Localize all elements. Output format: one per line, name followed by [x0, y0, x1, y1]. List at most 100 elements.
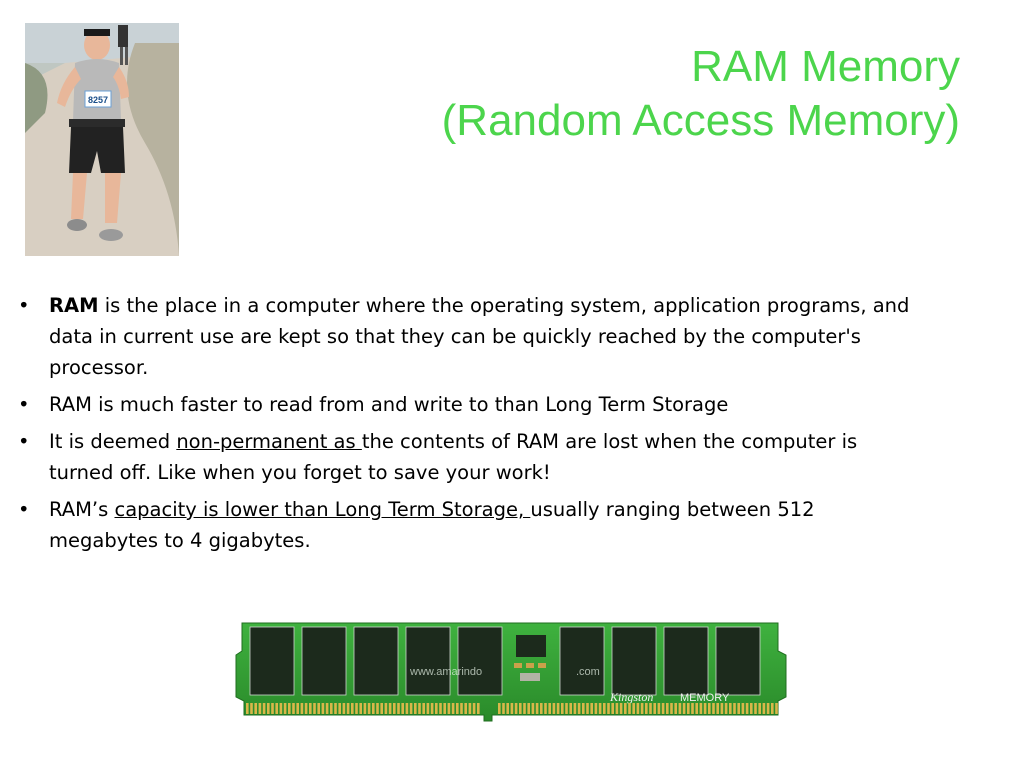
gold-contact [246, 703, 249, 714]
gold-contact [283, 703, 287, 714]
gold-contact [262, 703, 266, 714]
gold-contact [401, 703, 404, 714]
gold-contact [762, 703, 766, 714]
gold-contact [355, 703, 358, 714]
bullet-text: It is deemed [49, 430, 177, 453]
bullet-text: is the place in a computer where the ope… [49, 294, 910, 379]
gold-contact [477, 703, 480, 714]
gold-contact [397, 703, 400, 714]
gold-contact [687, 703, 690, 714]
gold-contact [603, 703, 606, 714]
gold-contact [594, 703, 598, 714]
gold-contact [590, 703, 593, 714]
gold-contact [296, 703, 299, 714]
gold-contact [640, 703, 644, 714]
gold-contact [321, 703, 325, 714]
gold-contact [754, 703, 757, 714]
gold-contact [766, 703, 770, 714]
gold-contact [565, 703, 568, 714]
gold-contact [703, 703, 707, 714]
gold-contact [447, 703, 451, 714]
gold-contact [695, 703, 698, 714]
gold-contact [384, 703, 388, 714]
gold-contact [468, 703, 472, 714]
gold-contact [275, 703, 278, 714]
gold-contact [678, 703, 682, 714]
gold-contact [338, 703, 341, 714]
gold-contact [267, 703, 270, 714]
gold-contact [514, 703, 518, 714]
gold-contact [653, 703, 656, 714]
gold-contact [393, 703, 396, 714]
gold-contact [422, 703, 425, 714]
gold-contact [443, 703, 446, 714]
gold-contact [632, 703, 635, 714]
bullet-text: RAM’s [49, 498, 115, 521]
bullet-underlined-text: capacity is lower than Long Term Storage… [114, 498, 531, 521]
gold-contact [628, 703, 631, 714]
bullet-dot: • [18, 294, 30, 317]
gold-contact [552, 703, 556, 714]
gold-contact [418, 703, 421, 714]
gold-contact [733, 703, 736, 714]
gold-contact [561, 703, 564, 714]
gold-contact [472, 703, 476, 714]
gold-contact [674, 703, 677, 714]
gold-contact [619, 703, 623, 714]
gold-contact [464, 703, 467, 714]
gold-contact [254, 703, 257, 714]
gold-contact [670, 703, 673, 714]
gold-contact [615, 703, 619, 714]
gold-contact [380, 703, 383, 714]
gold-contact [577, 703, 581, 714]
bullet-item: • RAM’s capacity is lower than Long Term… [18, 494, 918, 556]
gold-contact [292, 703, 295, 714]
gold-contact [456, 703, 459, 714]
gold-contact [573, 703, 577, 714]
gold-contact [775, 703, 778, 714]
bullet-item: • RAM is the place in a computer where t… [18, 290, 918, 383]
gold-contact [741, 703, 745, 714]
bib-number: 8257 [88, 95, 108, 105]
gold-contact [435, 703, 438, 714]
bullet-list: • RAM is the place in a computer where t… [18, 290, 918, 562]
gold-contact [342, 703, 346, 714]
bullet-dot: • [18, 498, 30, 521]
gold-contact [426, 703, 430, 714]
gold-contact [439, 703, 442, 714]
gold-contact [691, 703, 694, 714]
bullet-text: RAM is much faster to read from and writ… [49, 393, 729, 416]
brand-suffix-text: MEMORY [680, 692, 730, 704]
gold-contact [367, 703, 371, 714]
gold-contact [376, 703, 379, 714]
gold-contact [300, 703, 304, 714]
gold-contact [624, 703, 627, 714]
gold-contact [330, 703, 333, 714]
gold-contact [523, 703, 526, 714]
bullet-dot: • [18, 393, 30, 416]
runner-photo: 8257 [25, 23, 179, 256]
gold-contact [460, 703, 463, 714]
gold-contact [598, 703, 602, 714]
gold-contact [649, 703, 652, 714]
bullet-text: usually ranging between 512 megabytes to… [49, 498, 815, 552]
gold-contact [708, 703, 711, 714]
gold-contact [498, 703, 501, 714]
bullet-item: • RAM is much faster to read from and wr… [18, 389, 918, 420]
gold-contact [317, 703, 320, 714]
gold-contact [699, 703, 703, 714]
gold-contact [535, 703, 539, 714]
gold-contact [519, 703, 522, 714]
bullet-dot: • [18, 430, 30, 453]
ram-module-image: www.amarindo .com Kingston MEMORY [230, 605, 790, 730]
gold-contact [716, 703, 719, 714]
gold-contact [582, 703, 585, 714]
gold-contact [405, 703, 409, 714]
gold-contact [531, 703, 535, 714]
gold-contact [645, 703, 648, 714]
gold-contact [510, 703, 514, 714]
watermark-text: www.amarindo [409, 666, 482, 678]
gold-contact [372, 703, 375, 714]
gold-contact [388, 703, 392, 714]
